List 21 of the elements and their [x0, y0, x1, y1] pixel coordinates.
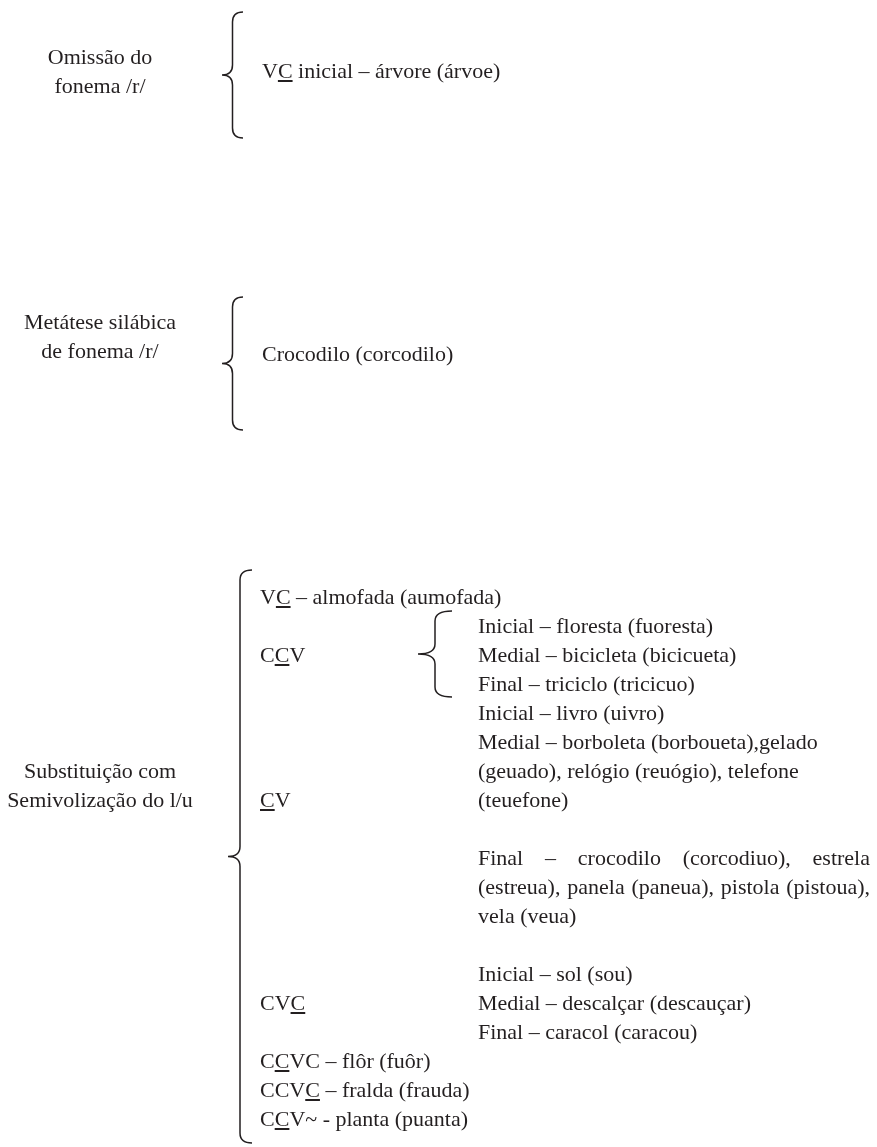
example-text: CCVC – flôr (fuôr) — [260, 1046, 431, 1075]
example-text: CCVC – fralda (frauda) — [260, 1075, 470, 1104]
syllable-pattern: CCV — [260, 640, 306, 669]
example-text: Medial – descalçar (descauçar) — [478, 988, 751, 1017]
example-text: Inicial – floresta (fuoresta) — [478, 611, 714, 640]
syllable-pattern: CV — [260, 785, 291, 814]
example-text: Final – crocodilo (corcodiuo), estrela (estreua), panela (paneua), pistola (pistoua), vela (veua) — [478, 843, 870, 930]
example-text: VC inicial – árvore (árvoe) — [262, 57, 501, 85]
example-text: Final – triciclo (tricicuo) — [478, 669, 695, 698]
example-text: Final – caracol (caracou) — [478, 1017, 698, 1046]
example-text: VC – almofada (aumofada) — [260, 582, 502, 611]
example-text: Inicial – sol (sou) — [478, 959, 633, 988]
syllable-pattern: CVC — [260, 988, 306, 1017]
category-label: Metátese silábica de fonema /r/ — [22, 308, 178, 365]
example-text: Medial – borboleta (borboueta),gelado (geuado), relógio (reuógio), telefone (teuefone) — [478, 727, 819, 814]
example-text: Inicial – livro (uivro) — [478, 698, 665, 727]
category-label: Omissão do fonema /r/ — [46, 43, 154, 100]
example-text: Crocodilo (corcodilo) — [262, 340, 454, 368]
category-label: Substituição com Semivolização do l/u — [6, 757, 194, 814]
example-text: CCV~ - planta (puanta) — [260, 1104, 469, 1133]
example-text: Medial – bicicleta (bicicueta) — [478, 640, 737, 669]
